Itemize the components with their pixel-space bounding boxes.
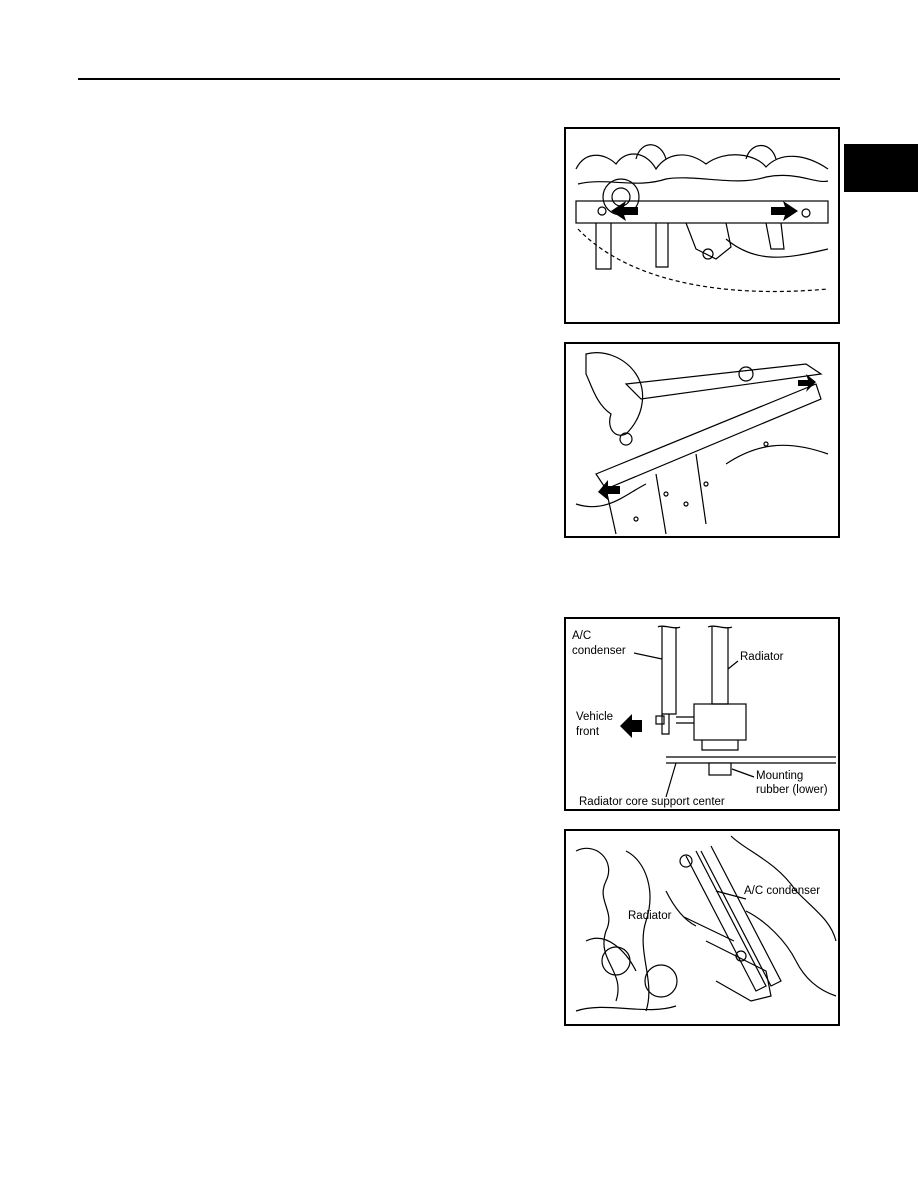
- label-vehicle-front-1: Vehicle: [576, 711, 614, 723]
- label-mounting-rubber-1: Mounting: [756, 770, 804, 782]
- mounting-diagram: [620, 625, 836, 798]
- figure-radiator-condenser: A/C condenser Radiator: [564, 829, 840, 1026]
- vehicle-front-arrow: [620, 714, 642, 738]
- label-ac-condenser-2: condenser: [572, 645, 626, 657]
- figure-radiator-removal: [564, 342, 840, 538]
- section-tab: [844, 144, 918, 192]
- label-radiator: Radiator: [628, 910, 672, 922]
- engine-top-illustration: [575, 144, 829, 293]
- figure-mounting-diagram: A/C condenser Radiator Vehicle front Mou…: [564, 617, 840, 811]
- label-radiator: Radiator: [740, 651, 784, 663]
- label-vehicle-front-2: front: [576, 726, 600, 738]
- label-mounting-rubber-2: rubber (lower): [756, 784, 828, 796]
- header-rule: [78, 78, 840, 80]
- label-core-support: Radiator core support center: [579, 796, 725, 808]
- figure-upper-mount: [564, 127, 840, 324]
- label-ac-condenser-1: A/C: [572, 630, 592, 642]
- radiator-removal-illustration: [575, 352, 829, 535]
- radiator-condenser-illustration: [575, 835, 837, 1012]
- label-ac-condenser: A/C condenser: [744, 885, 821, 897]
